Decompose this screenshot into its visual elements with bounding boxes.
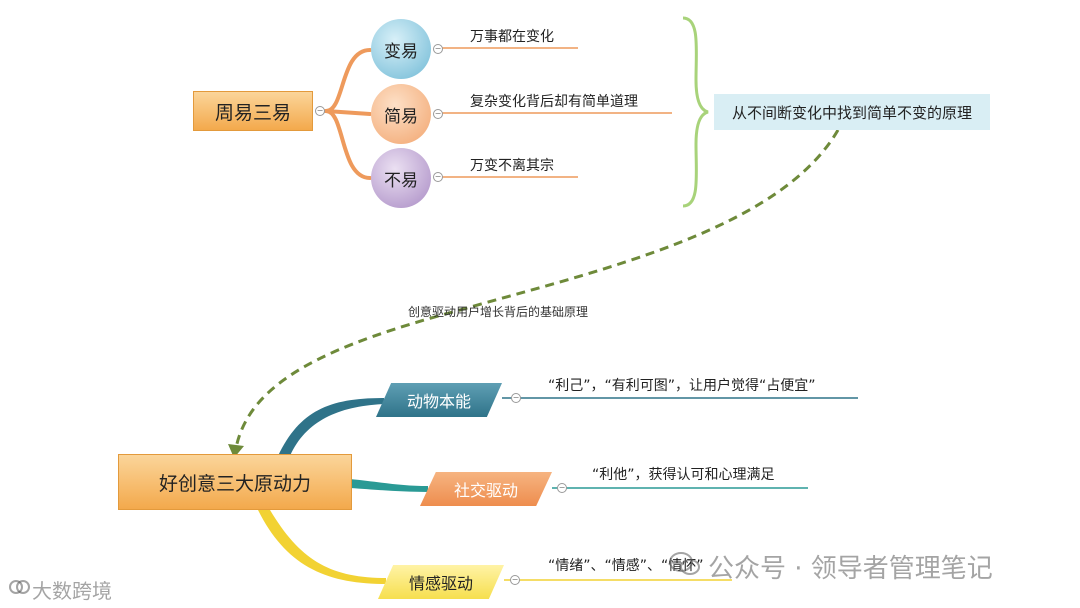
node-social-drive[interactable]: 社交驱动 [420,472,552,506]
leaf-buyi[interactable]: 万变不离其宗 [470,158,554,174]
summary-node[interactable]: 从不间断变化中找到简单不变的原理 [714,94,990,130]
branch-link-2 [350,479,428,492]
top-leaf-underlines [440,47,672,178]
collapse-handle[interactable]: − [557,483,567,493]
node-label: 社交驱动 [453,481,518,500]
bottom-leaf-underlines [502,397,858,581]
leaf-bianyi[interactable]: 万事都在变化 [470,29,554,45]
wechat-icon [669,552,700,575]
dashed-arrow [234,129,840,449]
node-buyi[interactable]: 不易 [371,148,431,208]
leaf-social-drive[interactable]: “利他”，获得认可和心理满足 [592,467,775,483]
node-emotion-drive[interactable]: 情感驱动 [378,565,504,599]
leaf-jianyi[interactable]: 复杂变化背后却有简单道理 [470,94,638,110]
collapse-handle[interactable]: − [433,172,443,182]
corner-watermark: 大数跨境 [32,579,112,603]
branch-link-1 [278,398,384,456]
collapse-handle[interactable]: − [510,575,520,585]
leaf-animal-instinct[interactable]: “利己”，“有利可图”，让用户觉得“占便宜” [548,378,816,394]
collapse-handle[interactable]: − [315,106,325,116]
summary-brace [682,16,709,208]
connector-label: 创意驱动用户增长背后的基础原理 [408,305,589,319]
brand-logo-icon [9,580,30,594]
root-node-creative-drivers[interactable]: 好创意三大原动力 [118,454,352,510]
collapse-handle[interactable]: − [511,393,521,403]
node-label: 动物本能 [406,392,471,411]
node-jianyi[interactable]: 简易 [371,84,431,144]
node-bianyi[interactable]: 变易 [371,19,431,79]
node-animal-instinct[interactable]: 动物本能 [376,383,502,417]
collapse-handle[interactable]: − [433,44,443,54]
leaf-emotion-drive[interactable]: “情绪”、“情感”、“情怀” [548,558,704,574]
branch-link-3 [258,510,386,584]
node-label: 情感驱动 [408,574,473,593]
watermark-text: 公众号 · 领导者管理笔记 [708,554,993,584]
arrow-head [228,444,244,458]
root-node-zhouyi[interactable]: 周易三易 [193,91,313,131]
top-branch-links [324,48,372,180]
collapse-handle[interactable]: − [433,109,443,119]
